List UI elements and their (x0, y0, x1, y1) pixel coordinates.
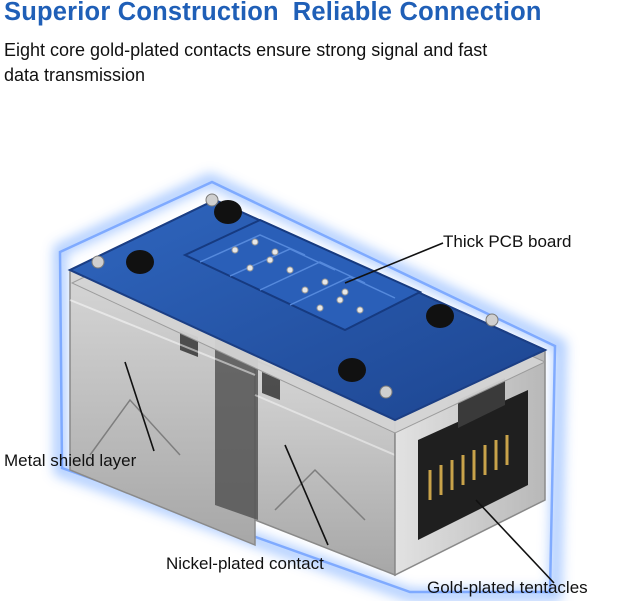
title-part-connection: Reliable Connection (292, 0, 542, 26)
page-title: Superior Construction Reliable Connection (4, 0, 542, 27)
glow-outline (54, 173, 567, 601)
callout-metal-shield: Metal shield layer (4, 451, 137, 470)
pcb-board (67, 193, 548, 434)
standoffs (126, 200, 454, 382)
outline-stroke (58, 180, 557, 594)
title-part-construction: Superior Construction (4, 0, 279, 26)
callout-pcb-board: Thick PCB board (443, 232, 572, 251)
callout-leader-lines (124, 242, 555, 584)
callout-nickel-contact: Nickel-plated contact (166, 554, 324, 573)
subtitle: Eight core gold-plated contacts ensure s… (4, 40, 488, 85)
callout-gold-tentacles: Gold-plated tentacles (427, 578, 588, 597)
